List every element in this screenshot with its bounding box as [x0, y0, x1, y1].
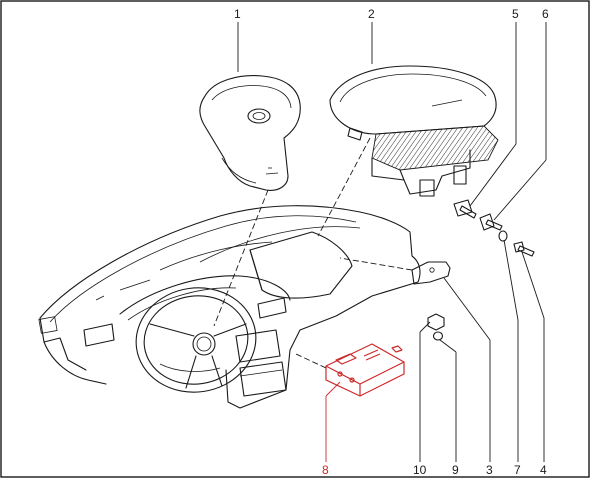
callout-3: 3	[486, 463, 493, 477]
callout-5: 5	[512, 7, 519, 21]
callout-2: 2	[368, 7, 375, 21]
leader-lines	[213, 22, 547, 462]
airbag-control-unit-part-8	[325, 343, 405, 397]
bolt-part-4	[513, 241, 535, 257]
callout-1: 1	[234, 7, 241, 21]
logo-emblem-icon	[247, 108, 271, 124]
dashboard-panel	[38, 205, 421, 409]
callout-9: 9	[452, 463, 459, 477]
bolt-part-5	[453, 199, 477, 219]
callout-8: 8	[322, 463, 329, 477]
callout-10: 10	[413, 463, 427, 477]
callout-6: 6	[542, 7, 549, 21]
callout-4: 4	[540, 463, 547, 477]
screw-part-6	[479, 213, 503, 231]
washer-part-9	[432, 331, 444, 341]
steering-wheel	[135, 287, 257, 393]
callout-7: 7	[514, 463, 521, 477]
nut-part-10	[427, 313, 445, 331]
washer-part-7	[498, 230, 508, 242]
callout-numbers: 1 2 5 6 8 10 9 3 7 4	[234, 7, 549, 477]
passenger-airbag-module	[329, 65, 499, 197]
bracket-part-3	[411, 261, 451, 285]
driver-airbag-module	[199, 75, 301, 191]
diagram-border	[0, 0, 590, 478]
